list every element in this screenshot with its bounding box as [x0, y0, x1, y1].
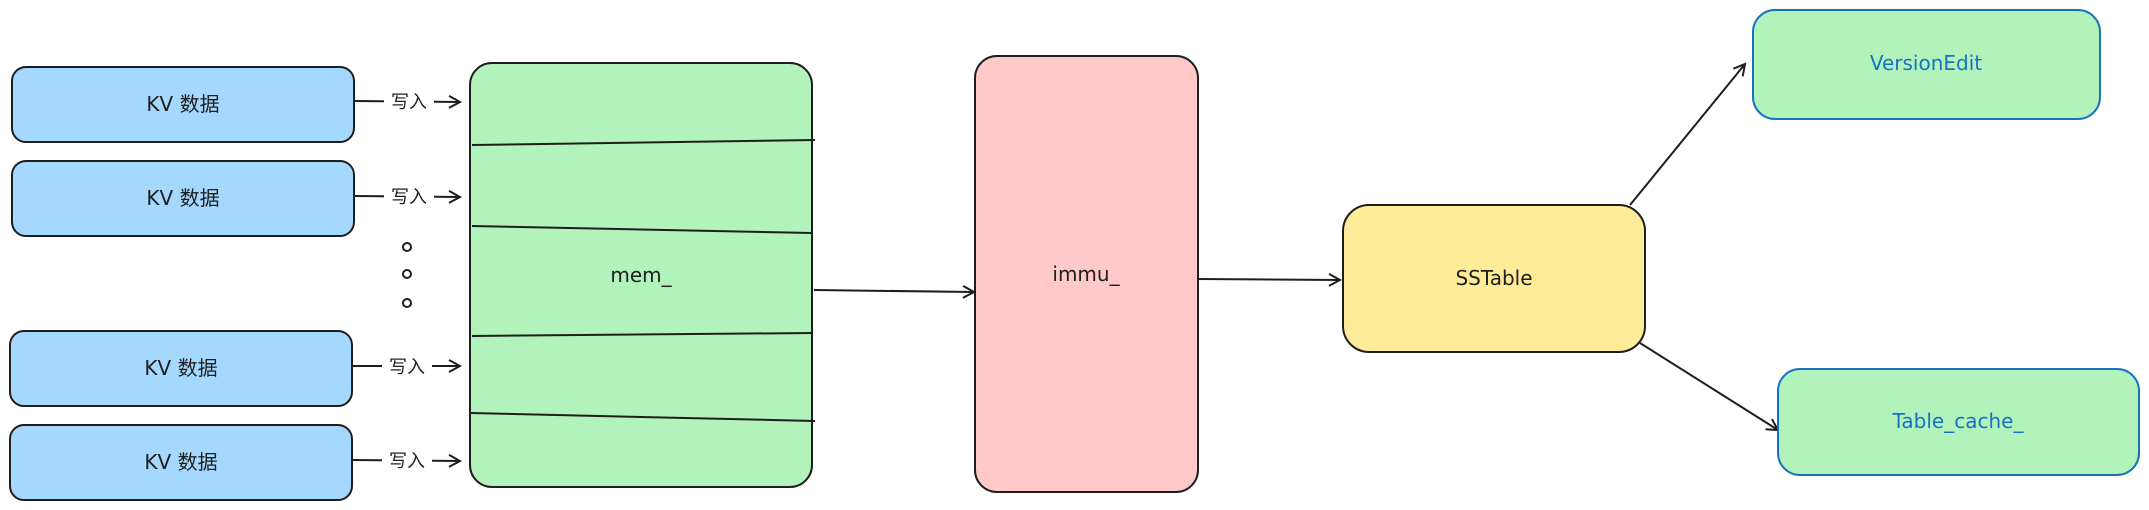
version-edit-block: VersionEdit	[1752, 9, 2101, 120]
kv-block-1-label: KV 数据	[146, 92, 219, 116]
write-arrow-2: 写入	[353, 183, 460, 208]
ellipsis-dots	[402, 242, 412, 308]
memtable-block: mem_	[469, 62, 816, 488]
table-cache-label: Table_cache_	[1892, 409, 2025, 433]
sstable-to-version-edit-arrow	[1629, 64, 1745, 206]
write-arrow-4: 写入	[351, 447, 460, 472]
ellipsis-dot-2	[402, 269, 412, 279]
memtable-divider-4	[469, 412, 816, 422]
ellipsis-dot-3	[402, 298, 412, 308]
write-arrow-2-label: 写入	[391, 187, 427, 208]
table-cache-block: Table_cache_	[1777, 368, 2140, 476]
kv-block-2-label: KV 数据	[146, 186, 219, 210]
write-arrow-1: 写入	[353, 88, 460, 113]
immutable-memtable-label: immu_	[1052, 262, 1120, 286]
version-edit-label: VersionEdit	[1870, 51, 1982, 75]
kv-block-3: KV 数据	[9, 330, 353, 407]
kv-block-1: KV 数据	[11, 66, 355, 143]
memtable-divider-2	[471, 225, 813, 234]
mem-to-immu-arrow	[813, 290, 974, 292]
write-arrow-1-label: 写入	[391, 92, 427, 113]
memtable-divider-3	[471, 332, 813, 337]
kv-block-4: KV 数据	[9, 424, 353, 501]
kv-block-4-label: KV 数据	[144, 450, 217, 474]
sstable-block: SSTable	[1342, 204, 1646, 353]
write-arrow-3-label: 写入	[389, 357, 425, 378]
write-arrow-3: 写入	[352, 353, 460, 378]
memtable-label: mem_	[610, 263, 672, 287]
immu-to-sstable-arrow	[1197, 279, 1340, 280]
sstable-to-table-cache-arrow	[1639, 342, 1778, 430]
kv-block-3-label: KV 数据	[144, 356, 217, 380]
memtable-divider-1	[471, 139, 816, 146]
write-arrow-4-label: 写入	[389, 451, 425, 472]
immutable-memtable-block: immu_	[974, 55, 1199, 493]
sstable-label: SSTable	[1455, 266, 1532, 290]
ellipsis-dot-1	[402, 242, 412, 252]
kv-block-2: KV 数据	[11, 160, 355, 237]
